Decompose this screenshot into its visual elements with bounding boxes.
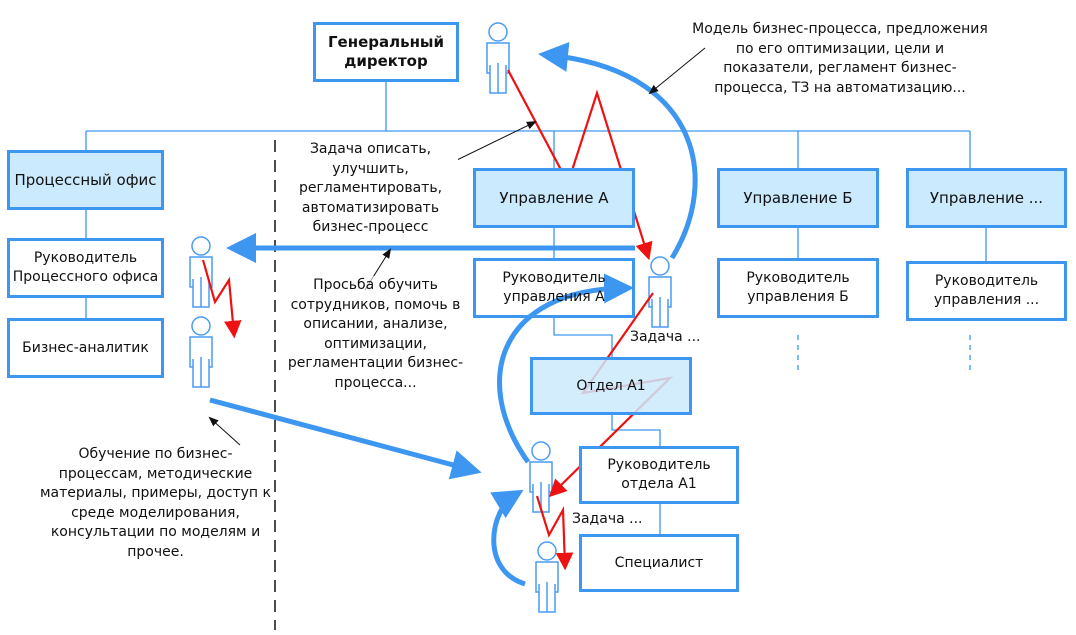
person-icon [189,316,213,388]
dept-b-box[interactable]: Управление Б [717,168,879,228]
person-icon [486,22,510,94]
note-task-1: Задача ... [630,329,701,345]
head-etc-label: Руководитель управления ... [933,273,1040,308]
head-a-box[interactable]: Руководитель управления А [473,258,635,318]
note-training: Обучение по бизнес-процессам, методическ… [40,446,271,560]
dept-b-label: Управление Б [743,188,853,207]
person-icon [529,441,553,513]
person-icon [648,256,672,328]
dept-a-box[interactable]: Управление А [473,168,635,228]
dept-a-label: Управление А [499,188,609,207]
person-icon [189,236,213,308]
process-office-label: Процессный офис [14,170,157,189]
analyst-label: Бизнес-аналитик [22,339,149,356]
po-head-box[interactable]: Руководитель Процессного офиса [7,238,164,298]
note-request-train: Просьба обучить сотрудников, помочь в оп… [283,276,468,393]
specialist-label: Специалист [614,554,704,571]
person-icon [535,541,559,613]
head-b-box[interactable]: Руководитель управления Б [717,258,879,318]
head-a1-label: Руководитель отдела А1 [607,457,711,492]
ceo-box[interactable]: Генеральный директор [313,22,459,82]
unit-a1-box[interactable]: Отдел А1 [530,357,692,415]
head-a-label: Руководитель управления А [502,270,606,305]
dept-etc-label: Управление ... [929,188,1044,207]
head-a1-box[interactable]: Руководитель отдела А1 [579,446,739,504]
note-task-2: Задача ... [572,511,643,527]
note-task-describe: Задача описать, улучшить, регламентирова… [283,140,458,238]
specialist-box[interactable]: Специалист [579,534,739,592]
analyst-box[interactable]: Бизнес-аналитик [7,318,164,378]
blue-arrows [209,42,698,587]
note-model: Модель бизнес-процесса, предложения по е… [692,21,988,96]
process-office-box[interactable]: Процессный офис [7,150,164,210]
org-lines [85,82,987,534]
unit-a1-label: Отдел А1 [576,377,646,394]
head-etc-box[interactable]: Руководитель управления ... [906,261,1067,321]
head-b-label: Руководитель управления Б [746,270,850,305]
ceo-label: Генеральный директор [327,33,445,70]
po-head-label: Руководитель Процессного офиса [12,250,159,285]
dept-etc-box[interactable]: Управление ... [906,168,1067,228]
